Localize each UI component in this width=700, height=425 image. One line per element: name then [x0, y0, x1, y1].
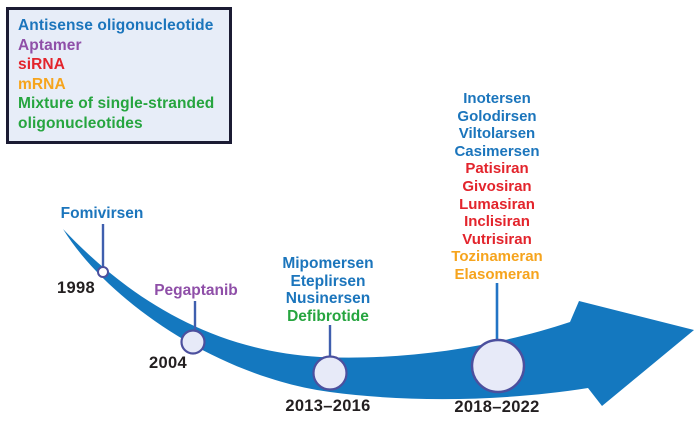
drug-name: Defibrotide — [287, 307, 369, 325]
drug-name: Golodirsen — [457, 107, 537, 125]
milestone-2004-drugs: Pegaptanib — [121, 282, 271, 300]
drug-name: Tozinameran — [451, 248, 543, 266]
legend-item: Antisense oligonucleotide — [18, 17, 214, 34]
legend-item: mRNA — [18, 75, 66, 93]
drug-name: Inclisiran — [464, 213, 530, 231]
drug-name: Mipomersen — [282, 255, 374, 272]
milestone-2018-2022-drugs: Inotersen Golodirsen Viltolarsen Casimer… — [422, 90, 572, 284]
drug-name: Viltolarsen — [458, 125, 536, 143]
drug-name: Patisiran — [465, 160, 529, 178]
drug-name: Givosiran — [462, 177, 532, 195]
drug-name: Eteplirsen — [290, 272, 366, 290]
milestone-1998-drugs: Fomivirsen — [27, 205, 177, 223]
legend-item: Mixture of single-stranded oligonucleoti… — [18, 95, 215, 132]
drug-name: Inotersen — [463, 90, 531, 107]
drug-name: Fomivirsen — [60, 205, 144, 222]
legend-item: Aptamer — [18, 36, 82, 54]
drug-name: Casimersen — [454, 142, 540, 160]
milestone-2018-2022-year: 2018–2022 — [454, 398, 540, 416]
drug-name: Elasomeran — [454, 265, 540, 283]
timeline-node-2018-2022 — [470, 338, 526, 394]
timeline-arrow — [63, 229, 694, 406]
category-legend: Antisense oligonucleotide Aptamer siRNA … — [6, 7, 232, 144]
milestone-2004-year: 2004 — [149, 354, 187, 372]
drug-name: Vutrisiran — [462, 230, 532, 248]
timeline-node-1998 — [97, 266, 109, 278]
drug-name: Nusinersen — [285, 290, 371, 308]
timeline-node-2004 — [180, 329, 206, 355]
drug-name: Pegaptanib — [154, 282, 238, 299]
timeline-node-2013-2016 — [312, 355, 348, 391]
milestone-2013-2016-drugs: Mipomersen Eteplirsen Nusinersen Defibro… — [253, 255, 403, 325]
legend-item: siRNA — [18, 56, 66, 74]
drug-name: Lumasiran — [459, 195, 535, 213]
milestone-1998-year: 1998 — [57, 279, 95, 297]
milestone-2013-2016-year: 2013–2016 — [285, 397, 371, 415]
